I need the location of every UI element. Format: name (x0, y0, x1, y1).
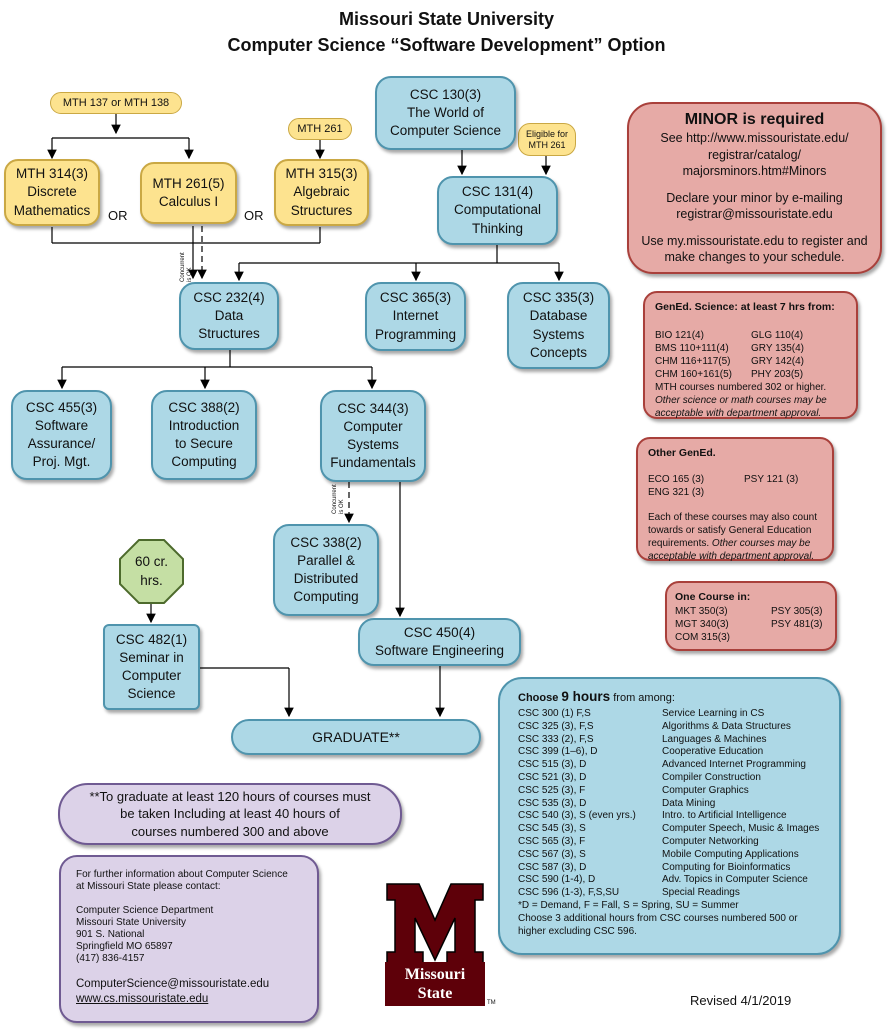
elective-course-title: Computing for Bioinformatics (662, 861, 791, 873)
elective-row: CSC 399 (1–6), D Cooperative Education (518, 746, 821, 759)
or-label-1: OR (108, 208, 128, 223)
elective-row: CSC 590 (1-4), D Adv. Topics in Computer … (518, 874, 821, 887)
elective-row: CSC 565 (3), F Computer Networking (518, 836, 821, 849)
or-label-2: OR (244, 208, 264, 223)
revised-date: Revised 4/1/2019 (690, 993, 792, 1008)
contact-website-link[interactable]: www.cs.missouristate.edu (76, 993, 209, 1005)
prereq-mth137-or-138: MTH 137 or MTH 138 (50, 92, 182, 114)
elective-course-code: CSC 525 (3), F (518, 784, 586, 796)
contact-info: For further information about Computer S… (59, 855, 319, 1023)
elective-course-code: CSC 540 (3), S (even yrs.) (518, 810, 636, 822)
elective-course-code: CSC 399 (1–6), D (518, 746, 598, 758)
electives-box: Choose 9 hours from among: CSC 300 (1) F… (498, 677, 841, 955)
prereq-mth261: MTH 261 (288, 118, 352, 140)
missouri-state-logo: Missouri State TM (383, 880, 496, 1010)
course-csc450[interactable]: CSC 450(4)Software Engineering (358, 618, 521, 666)
elective-row: CSC 567 (3), S Mobile Computing Applicati… (518, 849, 821, 862)
course-mth261[interactable]: MTH 261(5)Calculus I (140, 162, 237, 224)
elective-course-title: Algorithms & Data Structures (662, 720, 791, 732)
elective-course-code: CSC 535 (3), D (518, 797, 587, 809)
elective-row: CSC 587 (3), D Computing for Bioinformati… (518, 862, 821, 875)
elective-course-code: CSC 325 (3), F,S (518, 720, 594, 732)
elective-course-code: CSC 587 (3), D (518, 861, 587, 873)
page-subtitle: Computer Science “Software Development” … (227, 35, 666, 55)
elective-course-title: Computer Graphics (662, 784, 749, 796)
elective-course-title: Compiler Construction (662, 771, 761, 783)
contact-email[interactable]: ComputerScience@missouristate.edu (76, 978, 270, 990)
elective-course-title: Cooperative Education (662, 746, 764, 758)
elective-course-code: CSC 565 (3), F (518, 835, 586, 847)
graduate-node: GRADUATE** (231, 719, 481, 755)
graduation-requirement-note: **To graduate at least 120 hours of cour… (58, 783, 402, 845)
elective-row: CSC 333 (2), F,S Languages & Machines (518, 734, 821, 747)
block-m-icon (386, 883, 484, 969)
elective-course-code: CSC 521 (3), D (518, 771, 587, 783)
elective-course-title: Service Learning in CS (662, 708, 765, 719)
elective-row: CSC 545 (3), S Computer Speech, Music & I… (518, 823, 821, 836)
elective-course-code: CSC 596 (1-3), F,S,SU (518, 887, 620, 899)
elective-course-code: CSC 515 (3), D (518, 759, 587, 771)
elective-course-code: CSC 590 (1-4), D (518, 874, 596, 886)
page-title: Missouri State University (338, 9, 555, 29)
elective-course-code: CSC 545 (3), S (518, 823, 586, 835)
elective-course-code: CSC 300 (1) F,S (518, 708, 591, 719)
gened-science-box: GenEd. Science: at least 7 hrs from: BIO… (643, 291, 858, 419)
elective-course-title: Computer Networking (662, 835, 759, 847)
elective-row: CSC 300 (1) F,S Service Learning in CS (518, 708, 821, 721)
elective-course-title: Adv. Topics in Computer Science (662, 874, 808, 886)
elective-row: CSC 535 (3), D Data Mining (518, 798, 821, 811)
other-gened-box: Other GenEd. ECO 165 (3)PSY 121 (3) ENG … (636, 437, 834, 562)
elective-course-code: CSC 333 (2), F,S (518, 733, 594, 745)
elective-course-title: Special Readings (662, 887, 740, 899)
elective-course-title: Data Mining (662, 797, 716, 809)
one-course-box: One Course in: MKT 350(3)PSY 305(3) MGT … (665, 581, 837, 651)
elective-row: CSC 596 (1-3), F,S,SU Special Readings (518, 887, 821, 900)
elective-course-code: CSC 567 (3), S (518, 848, 586, 860)
elective-row: CSC 525 (3), F Computer Graphics (518, 785, 821, 798)
elective-row: CSC 325 (3), F,S Algorithms & Data Struct… (518, 721, 821, 734)
elective-course-title: Intro. to Artificial Intelligence (662, 810, 787, 822)
elective-row: CSC 521 (3), D Compiler Construction (518, 772, 821, 785)
minor-requirement-box: MINOR is required See http://www.missour… (627, 102, 882, 274)
elective-row: CSC 515 (3), D Advanced Internet Programm… (518, 759, 821, 772)
credit-hours-badge: 60 cr.hrs. (120, 540, 183, 603)
elective-course-title: Mobile Computing Applications (662, 848, 799, 860)
elective-course-title: Computer Speech, Music & Images (662, 823, 820, 835)
elective-course-title: Languages & Machines (662, 733, 767, 745)
elective-course-title: Advanced Internet Programming (662, 759, 806, 771)
elective-row: CSC 540 (3), S (even yrs.) Intro. to Arti… (518, 810, 821, 823)
